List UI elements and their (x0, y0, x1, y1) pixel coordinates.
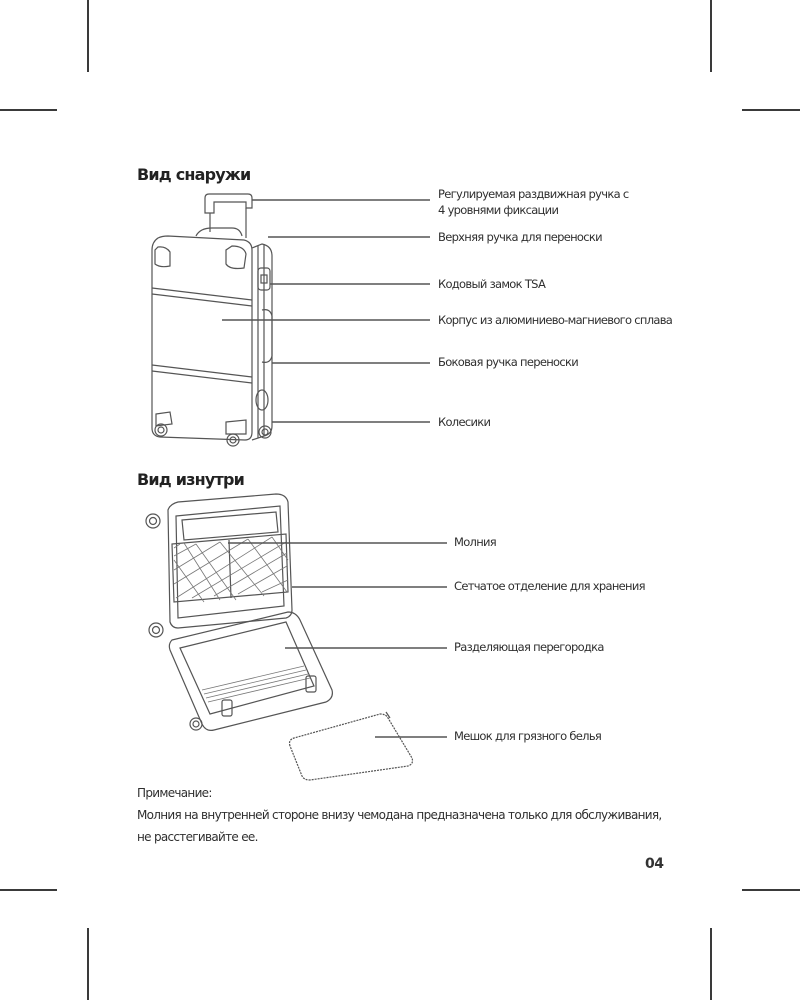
label-side-handle: Боковая ручка переноски (438, 355, 579, 369)
label-body: Корпус из алюминиево-магниевого сплава (438, 313, 673, 327)
label-telescopic-handle: Регулируемая раздвижная ручка с 4 уровня… (438, 186, 629, 218)
crop-mark-bottom-left-vertical (87, 928, 89, 1000)
suitcase-outside-illustration (151, 193, 273, 447)
label-telescopic-handle-line1: Регулируемая раздвижная ручка с (438, 187, 629, 201)
section-title-inside-view: Вид изнутри (137, 470, 245, 489)
suitcase-inside-illustration (145, 493, 414, 781)
crop-mark-bottom-left-horizontal (0, 889, 57, 891)
crop-mark-top-left-vertical (87, 0, 89, 72)
note-text-line2: не расстегивайте ее. (137, 830, 258, 844)
label-divider: Разделяющая перегородка (454, 640, 604, 654)
crop-mark-top-left-horizontal (0, 109, 57, 111)
crop-mark-top-right-vertical (710, 0, 712, 72)
page-number: 04 (645, 856, 664, 872)
note-title: Примечание: (137, 786, 212, 800)
note-text-line1: Молния на внутренней стороне внизу чемод… (137, 808, 662, 822)
label-zipper: Молния (454, 535, 497, 549)
crop-mark-top-right-horizontal (742, 109, 800, 111)
crop-mark-bottom-right-vertical (710, 928, 712, 1000)
label-top-handle: Верхняя ручка для переноски (438, 230, 603, 244)
section-title-outside-view: Вид снаружи (137, 165, 251, 184)
label-mesh-compartment: Сетчатое отделение для хранения (454, 579, 646, 593)
label-tsa-lock: Кодовый замок TSA (438, 277, 546, 291)
crop-mark-bottom-right-horizontal (742, 889, 800, 891)
label-wheels: Колесики (438, 415, 491, 429)
label-telescopic-handle-line2: 4 уровнями фиксации (438, 203, 559, 217)
note-block: Примечание: Молния на внутренней стороне… (137, 785, 662, 845)
label-laundry-bag: Мешок для грязного белья (454, 729, 602, 743)
